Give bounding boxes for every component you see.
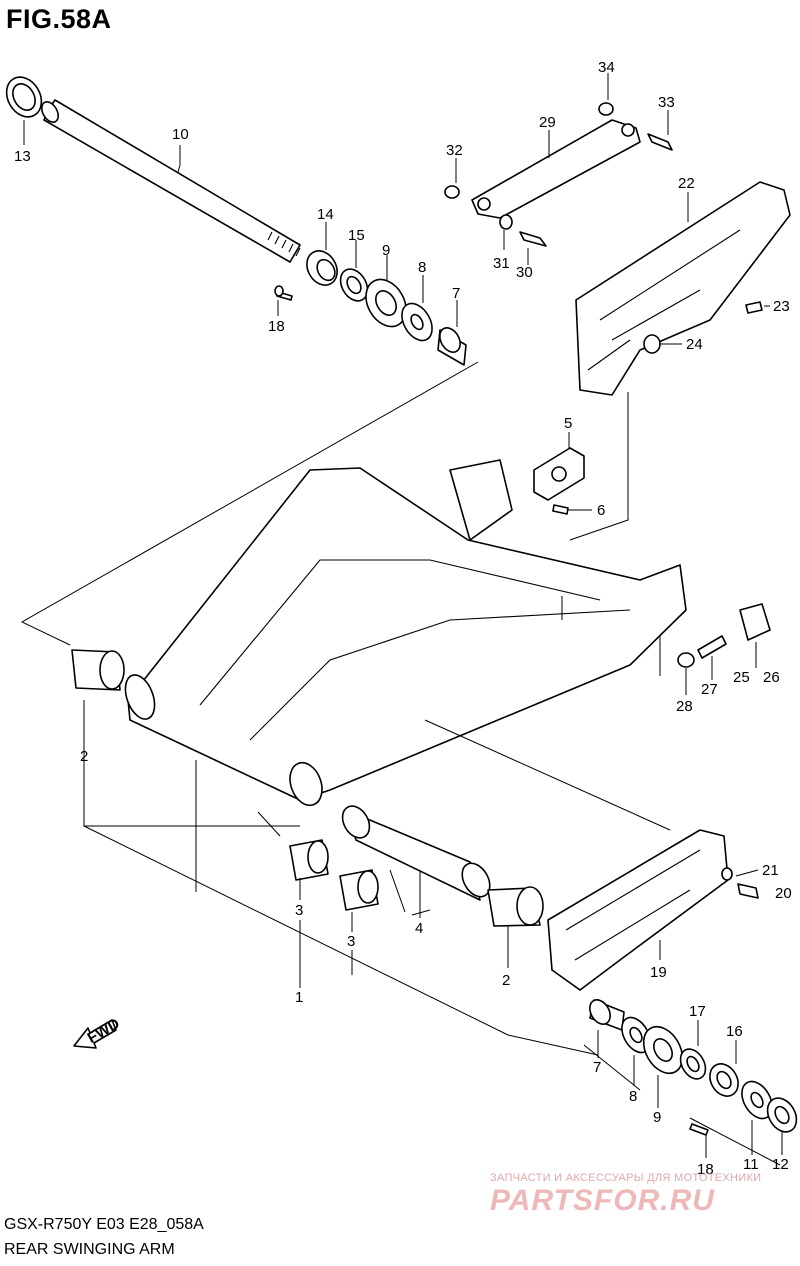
part-22-chain-cover[interactable] [575, 181, 791, 396]
callout-3-a: 3 [295, 902, 303, 919]
callout-2-lower: 2 [502, 972, 510, 989]
callout-33: 33 [658, 94, 675, 111]
callout-29: 29 [539, 114, 556, 131]
callout-labels: 13 10 14 15 9 8 7 18 34 33 29 32 31 30 2… [14, 59, 792, 1178]
callout-8-upper: 8 [418, 259, 426, 276]
callout-32: 32 [446, 142, 463, 159]
callout-9-upper: 9 [382, 242, 390, 259]
callout-3-b: 3 [347, 933, 355, 950]
part-17-bearing[interactable] [675, 1045, 710, 1084]
callout-5: 5 [564, 415, 572, 432]
callout-1: 1 [295, 989, 303, 1006]
part-7-spacer[interactable] [436, 324, 467, 366]
part-1-swingarm[interactable] [120, 459, 687, 810]
fwd-label: FWD [85, 1015, 123, 1047]
footer-model-code: GSX-R750Y E03 E28_058A [4, 1216, 204, 1233]
part-32-nut[interactable] [444, 185, 460, 199]
callout-24: 24 [686, 336, 703, 353]
callout-23: 23 [773, 298, 790, 315]
part-18-screw[interactable] [274, 285, 293, 301]
part-8-washer[interactable] [396, 298, 439, 346]
callout-6: 6 [597, 502, 605, 519]
part-29-torque-link[interactable] [471, 119, 641, 219]
callout-8-lower: 8 [629, 1088, 637, 1105]
callout-34: 34 [598, 59, 615, 76]
part-9-bearing[interactable] [358, 272, 414, 333]
part-10-pivot-shaft[interactable] [38, 99, 301, 263]
part-34-nut[interactable] [598, 102, 614, 116]
callout-22: 22 [678, 175, 695, 192]
part-7-spacer-right[interactable] [586, 996, 625, 1031]
watermark-brand: PARTSFOR.RU [490, 1184, 715, 1217]
footer-figure-name: REAR SWINGING ARM [4, 1241, 175, 1258]
part-31-washer[interactable] [499, 214, 513, 230]
callout-16: 16 [726, 1023, 743, 1040]
part-2-bushing-lower[interactable] [487, 886, 544, 927]
callout-30: 30 [516, 264, 533, 281]
part-4-pipe[interactable] [337, 801, 495, 901]
callout-20: 20 [775, 885, 792, 902]
part-5-plate[interactable] [533, 447, 585, 501]
assembly-lines [20, 361, 781, 1166]
callout-10: 10 [172, 126, 189, 143]
part-11-washer[interactable] [736, 1076, 779, 1124]
part-21-washer[interactable] [721, 867, 733, 881]
watermark-tagline: ЗАПЧАСТИ И АКСЕССУАРЫ ДЛЯ МОТОТЕХНИКИ [490, 1172, 762, 1184]
part-6-bolt[interactable] [552, 504, 569, 515]
part-28-nut[interactable] [677, 652, 695, 668]
callout-7-lower: 7 [593, 1059, 601, 1076]
callout-leaders [23, 73, 783, 1158]
part-23-screw[interactable] [745, 301, 763, 314]
callout-2-upper: 2 [80, 748, 88, 765]
callout-4: 4 [415, 920, 423, 937]
part-20-bolt[interactable] [737, 883, 759, 899]
callout-26: 26 [763, 669, 780, 686]
callout-28: 28 [676, 698, 693, 715]
callout-17: 17 [689, 1003, 706, 1020]
part-30-bolt[interactable] [519, 231, 547, 247]
callout-14: 14 [317, 206, 334, 223]
part-25-26-slider[interactable] [739, 603, 771, 641]
part-14-adjuster-nut[interactable] [301, 245, 343, 290]
part-15-bearing[interactable] [335, 264, 373, 305]
part-9-bearing-right[interactable] [636, 1020, 690, 1080]
callout-21: 21 [762, 862, 779, 879]
part-16-adjuster[interactable] [704, 1059, 744, 1101]
callout-15: 15 [348, 227, 365, 244]
callout-9-lower: 9 [653, 1109, 661, 1126]
figure-title: FIG.58A [6, 4, 112, 34]
callout-18-lower: 18 [697, 1161, 714, 1178]
callout-18-upper: 18 [268, 318, 285, 335]
callout-19: 19 [650, 964, 667, 981]
part-13-collar[interactable] [0, 71, 48, 123]
fwd-arrow-icon: FWD [73, 1015, 123, 1049]
callout-31: 31 [493, 255, 510, 272]
part-3-bushing-b[interactable] [339, 869, 379, 911]
part-24-grommet[interactable] [643, 334, 661, 354]
part-2-bushing-upper[interactable] [71, 649, 125, 691]
part-33-bolt[interactable] [647, 133, 673, 151]
callout-11: 11 [743, 1156, 759, 1173]
callout-7-upper: 7 [452, 285, 460, 302]
callout-27: 27 [701, 681, 718, 698]
callout-25: 25 [733, 669, 750, 686]
part-3-bushing-a[interactable] [289, 839, 329, 881]
part-27-bolt[interactable] [697, 635, 727, 659]
callout-13: 13 [14, 148, 31, 165]
part-19-chain-guide[interactable] [547, 829, 729, 991]
callout-12: 12 [772, 1156, 789, 1173]
part-12-nut[interactable] [762, 1093, 800, 1137]
